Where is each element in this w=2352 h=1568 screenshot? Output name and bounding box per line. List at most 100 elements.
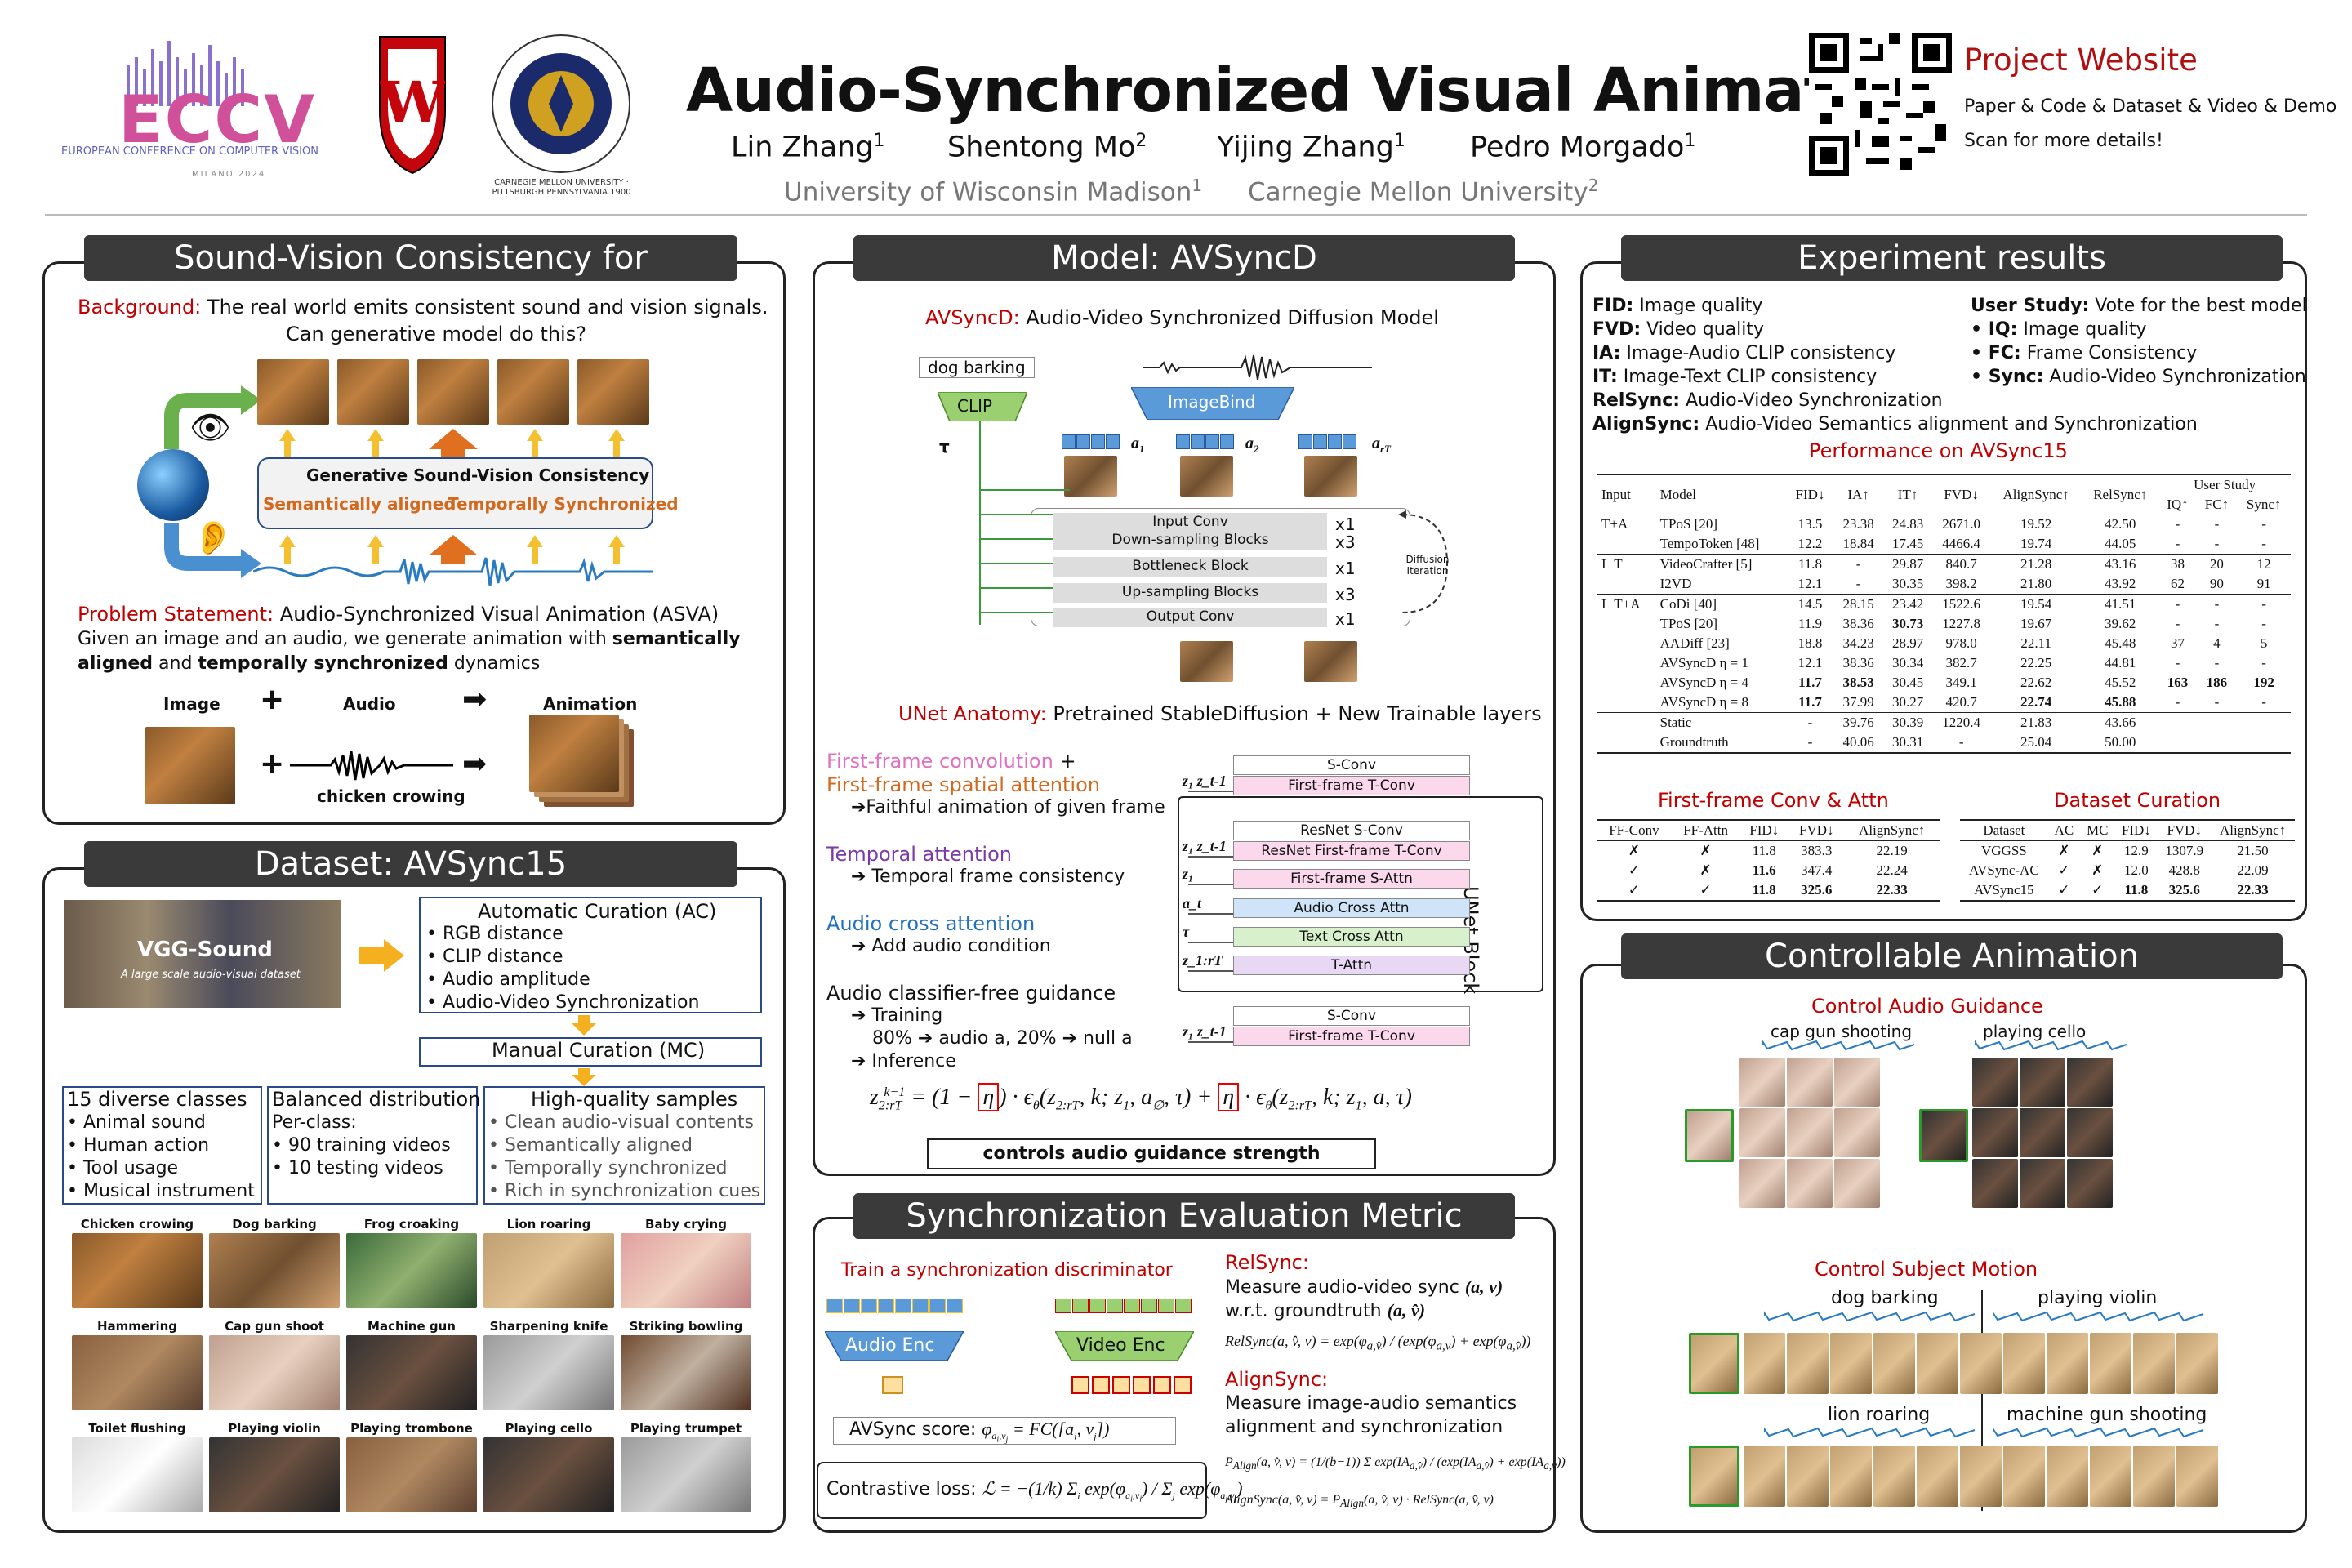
frame-2 xyxy=(337,359,409,425)
table-cell: - xyxy=(2214,536,2220,551)
metric-key: IA: xyxy=(1592,343,1621,363)
table-cell: 12.9 xyxy=(2124,843,2149,858)
table-cell: ✓ xyxy=(1628,882,1641,898)
table-cell xyxy=(2197,713,2238,733)
table-cell: - xyxy=(2261,596,2266,612)
class-label: Lion roaring xyxy=(506,1217,591,1232)
dataset-title: Dataset: AVSync15 xyxy=(84,841,737,887)
cello-frame xyxy=(2020,1058,2065,1107)
earth-icon xyxy=(137,449,209,521)
cap-gun-frame xyxy=(1834,1058,1880,1107)
control-waveform xyxy=(1764,1311,1976,1322)
quality-box xyxy=(483,1086,765,1205)
table-cell xyxy=(1597,693,1655,713)
class-label: Chicken crowing xyxy=(80,1217,194,1232)
table-cell: 398.2 xyxy=(1945,576,1977,591)
audio-guidance-title: Control Audio Guidance xyxy=(1811,995,2043,1018)
eccv-city: MILANO 2024 xyxy=(192,170,266,179)
metric-key: • Sync: xyxy=(1971,367,2044,387)
table-cell: Dataset xyxy=(1983,822,2025,838)
latent-frame-1 xyxy=(1064,456,1117,497)
unet-stage-mult: x3 xyxy=(1335,532,1356,552)
unet-wire-label: z₁ z_t-1 xyxy=(1183,773,1227,789)
table-cell: 22.24 xyxy=(1876,862,1908,878)
class-thumbnail xyxy=(72,1437,203,1512)
class-thumbnail xyxy=(72,1335,203,1410)
table-cell: 28.15 xyxy=(1842,596,1874,612)
unet-wire-label: z_1:rT xyxy=(1183,952,1223,969)
unet-wire-label: τ xyxy=(1183,924,1189,940)
relsync-title: RelSync: xyxy=(1225,1251,1309,1274)
metric-def: FID: Image quality xyxy=(1592,296,1762,316)
metric-key: RelSync: xyxy=(1592,390,1681,411)
video-embedding xyxy=(1133,1376,1151,1394)
unet-anatomy: UNet Anatomy: Pretrained StableDiffusion… xyxy=(898,702,1542,725)
table-cell: 37 xyxy=(2170,635,2185,651)
cello-frame xyxy=(1972,1058,2018,1107)
input-image xyxy=(145,727,235,804)
vgg-sub: A large scale audio-visual dataset xyxy=(121,969,301,981)
table-cell: 28.97 xyxy=(1891,635,1924,651)
page-title: Audio-Synchronized Visual Animation xyxy=(686,56,1936,126)
table-cell: 18.8 xyxy=(1797,635,1823,651)
table-cell xyxy=(1597,713,1655,733)
dog-motion-frame xyxy=(2090,1333,2132,1394)
table-cell: FC↑ xyxy=(2204,497,2230,512)
class-label: Playing trumpet xyxy=(630,1421,742,1436)
diffusion-loop xyxy=(1398,510,1449,613)
mc-arrow xyxy=(572,1068,596,1086)
animation-label: Animation xyxy=(543,694,638,714)
table-cell: 30.45 xyxy=(1891,675,1924,690)
balanced-box xyxy=(267,1086,478,1205)
dog-motion-frame xyxy=(2047,1333,2088,1394)
balanced-item-1: Per-class: xyxy=(272,1112,357,1133)
clip-encoder xyxy=(938,392,1027,421)
table-cell xyxy=(2158,713,2196,733)
table-cell: 30.34 xyxy=(1891,655,1924,670)
table-cell: 43.16 xyxy=(2105,556,2136,572)
unet-stage: Up-sampling Blocks xyxy=(1054,583,1327,603)
class-label: Playing violin xyxy=(228,1421,321,1436)
experiment-title: Experiment results xyxy=(1621,235,2283,281)
project-website-link[interactable]: Project Website xyxy=(1964,42,2198,78)
audio-token xyxy=(1343,434,1356,449)
cello-input xyxy=(1919,1109,1968,1162)
ff-effect: ➔Faithful animation of given frame xyxy=(851,797,1165,817)
metric-key: IT: xyxy=(1592,367,1618,387)
unet-layer: Text Cross Attn xyxy=(1233,927,1470,947)
ac-box xyxy=(419,897,762,1013)
author-1: Lin Zhang1 xyxy=(731,131,885,164)
cap-gun-frame xyxy=(1834,1108,1880,1157)
alignsync-line-2: alignment and synchronization xyxy=(1225,1417,1503,1437)
table-cell: 14.5 xyxy=(1797,596,1823,612)
table-cell: 45.48 xyxy=(2105,635,2136,651)
class-thumbnail xyxy=(346,1437,477,1512)
relsync-formula: RelSync(a, v̂, v) = exp(φa,v̂) / (exp(φa… xyxy=(1225,1333,1531,1353)
table-cell: - xyxy=(2261,516,2266,532)
table-cell: ✓ xyxy=(2058,882,2070,898)
video-enc-label: Video Enc xyxy=(1076,1335,1165,1356)
table-cell: 62 xyxy=(2170,576,2185,591)
cap-gun-frame xyxy=(1787,1108,1833,1157)
subject-motion-title: Control Subject Motion xyxy=(1815,1258,2038,1281)
table-cell: 11.7 xyxy=(1798,694,1822,710)
lion-motion-frame xyxy=(2047,1446,2088,1507)
unet-wire-label: z₁ xyxy=(1183,866,1194,882)
qr-code[interactable] xyxy=(1809,33,1952,176)
tau-label: τ xyxy=(939,437,950,457)
video-embedding xyxy=(1174,1376,1192,1394)
table-cell: 347.4 xyxy=(1801,862,1833,878)
unet-wire-label: a_t xyxy=(1183,895,1202,911)
ac-item-4: • Audio-Video Synchronization xyxy=(426,992,700,1013)
cap-gun-frame xyxy=(1740,1159,1785,1208)
audio-enc-shape xyxy=(825,1331,964,1361)
table-cell: - xyxy=(2214,516,2220,532)
video-embedding xyxy=(1092,1376,1110,1394)
table-cell xyxy=(1597,634,1655,653)
